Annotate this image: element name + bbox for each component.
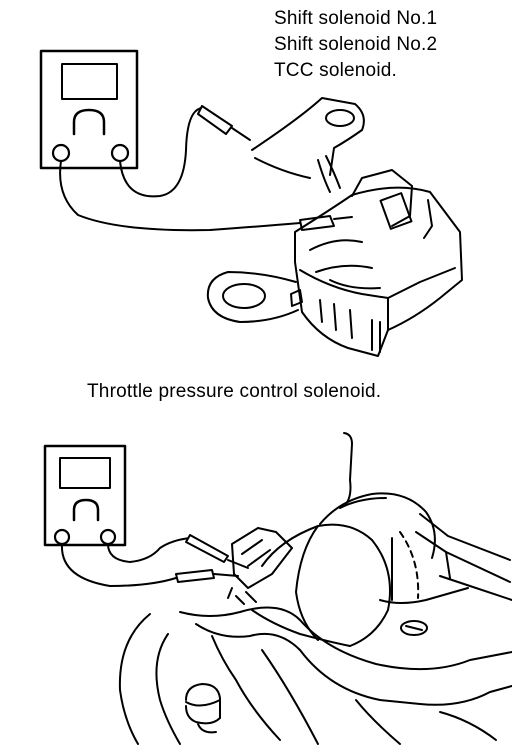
label-throttle-solenoid: Throttle pressure control solenoid. (87, 381, 382, 402)
bottom-solenoid-diagram (43, 432, 512, 745)
throttle-pressure-solenoid (118, 432, 512, 745)
label-shift-solenoid-2: Shift solenoid No.2 (274, 34, 438, 55)
ohmmeter-top-icon (39, 49, 139, 170)
top-solenoid-diagram (39, 49, 463, 357)
shift-solenoid-top (206, 97, 463, 357)
test-leads-top (59, 105, 353, 232)
label-shift-solenoid-1: Shift solenoid No.1 (274, 8, 438, 29)
label-tcc-solenoid: TCC solenoid. (274, 60, 397, 81)
ohmmeter-bottom-icon (43, 444, 127, 547)
test-leads-bottom (60, 534, 249, 587)
